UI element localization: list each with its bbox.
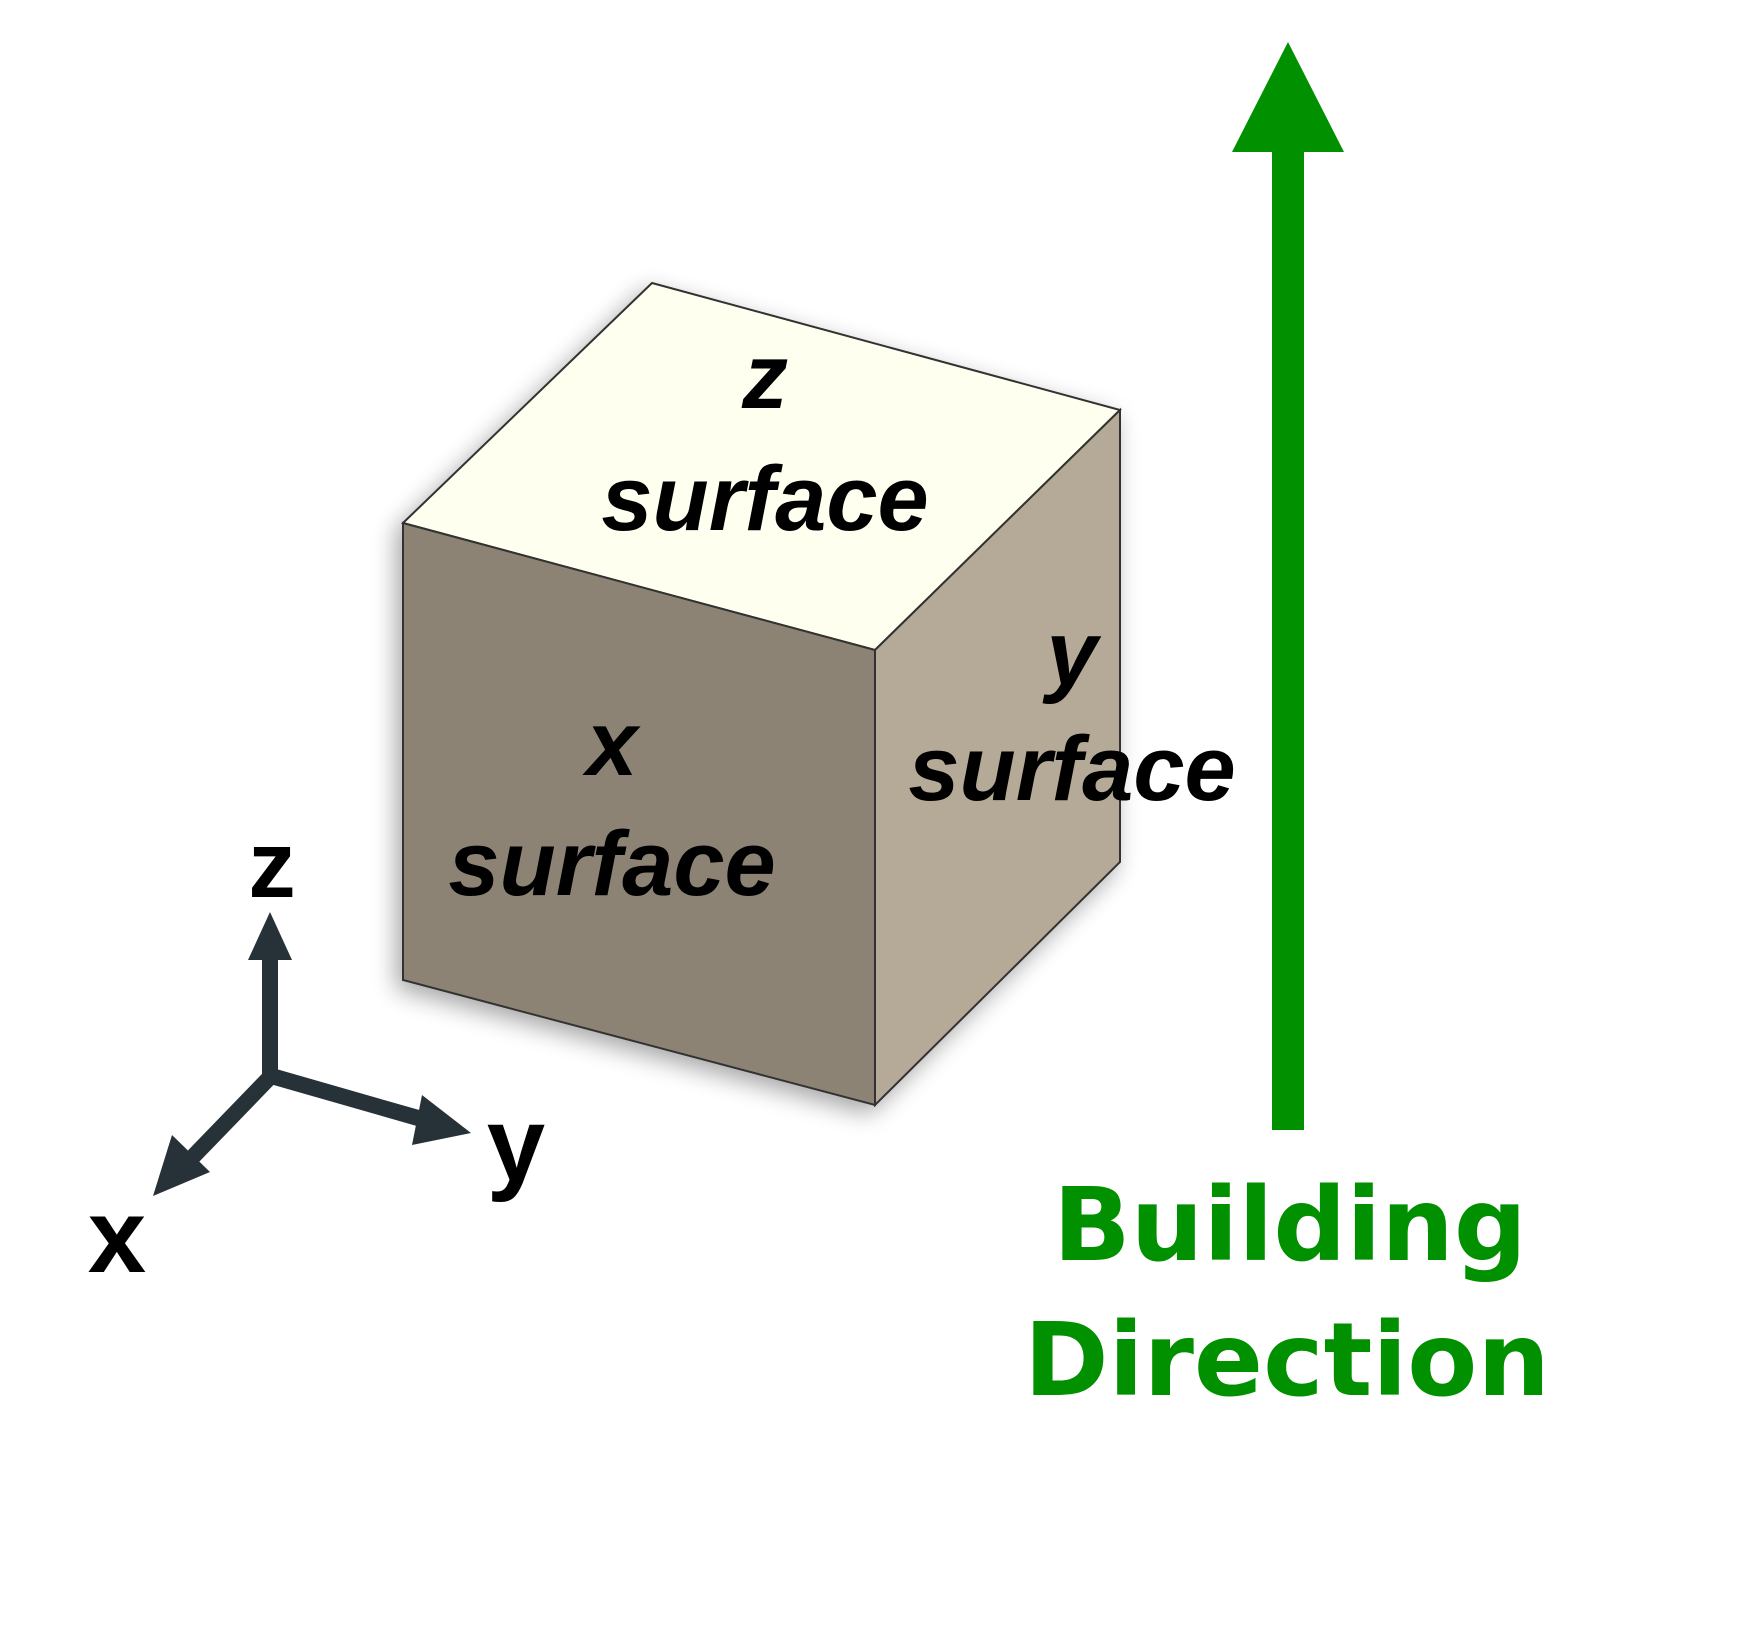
cube-side-face [874, 407, 1121, 1108]
y-surface-label-word: surface [908, 718, 1235, 820]
y-axis-line [265, 1067, 428, 1128]
arrow-up-icon [1232, 42, 1344, 152]
building-direction-label-line2: Direction [1024, 1301, 1550, 1420]
y-axis-arrowhead-icon [412, 1095, 471, 1145]
building-direction-shaft [1272, 150, 1304, 1130]
x-axis-arrowhead-icon [153, 1135, 210, 1196]
cube [401, 281, 1122, 1108]
z-axis-label: z [248, 812, 296, 918]
z-surface-label-word: surface [601, 448, 928, 550]
x-surface-label-letter: x [581, 693, 641, 795]
z-surface-label-letter: z [741, 326, 788, 428]
building-direction-arrow [1232, 42, 1344, 1130]
building-direction-label-line1: Building [1053, 1166, 1527, 1285]
x-axis-line [179, 1069, 278, 1171]
coordinate-axes [153, 912, 471, 1196]
x-axis-label: x [88, 1178, 146, 1295]
y-axis-label: y [487, 1086, 545, 1203]
y-surface-label-letter: y [1042, 603, 1101, 705]
z-axis-arrowhead-icon [248, 912, 292, 960]
x-surface-label-word: surface [448, 813, 775, 915]
